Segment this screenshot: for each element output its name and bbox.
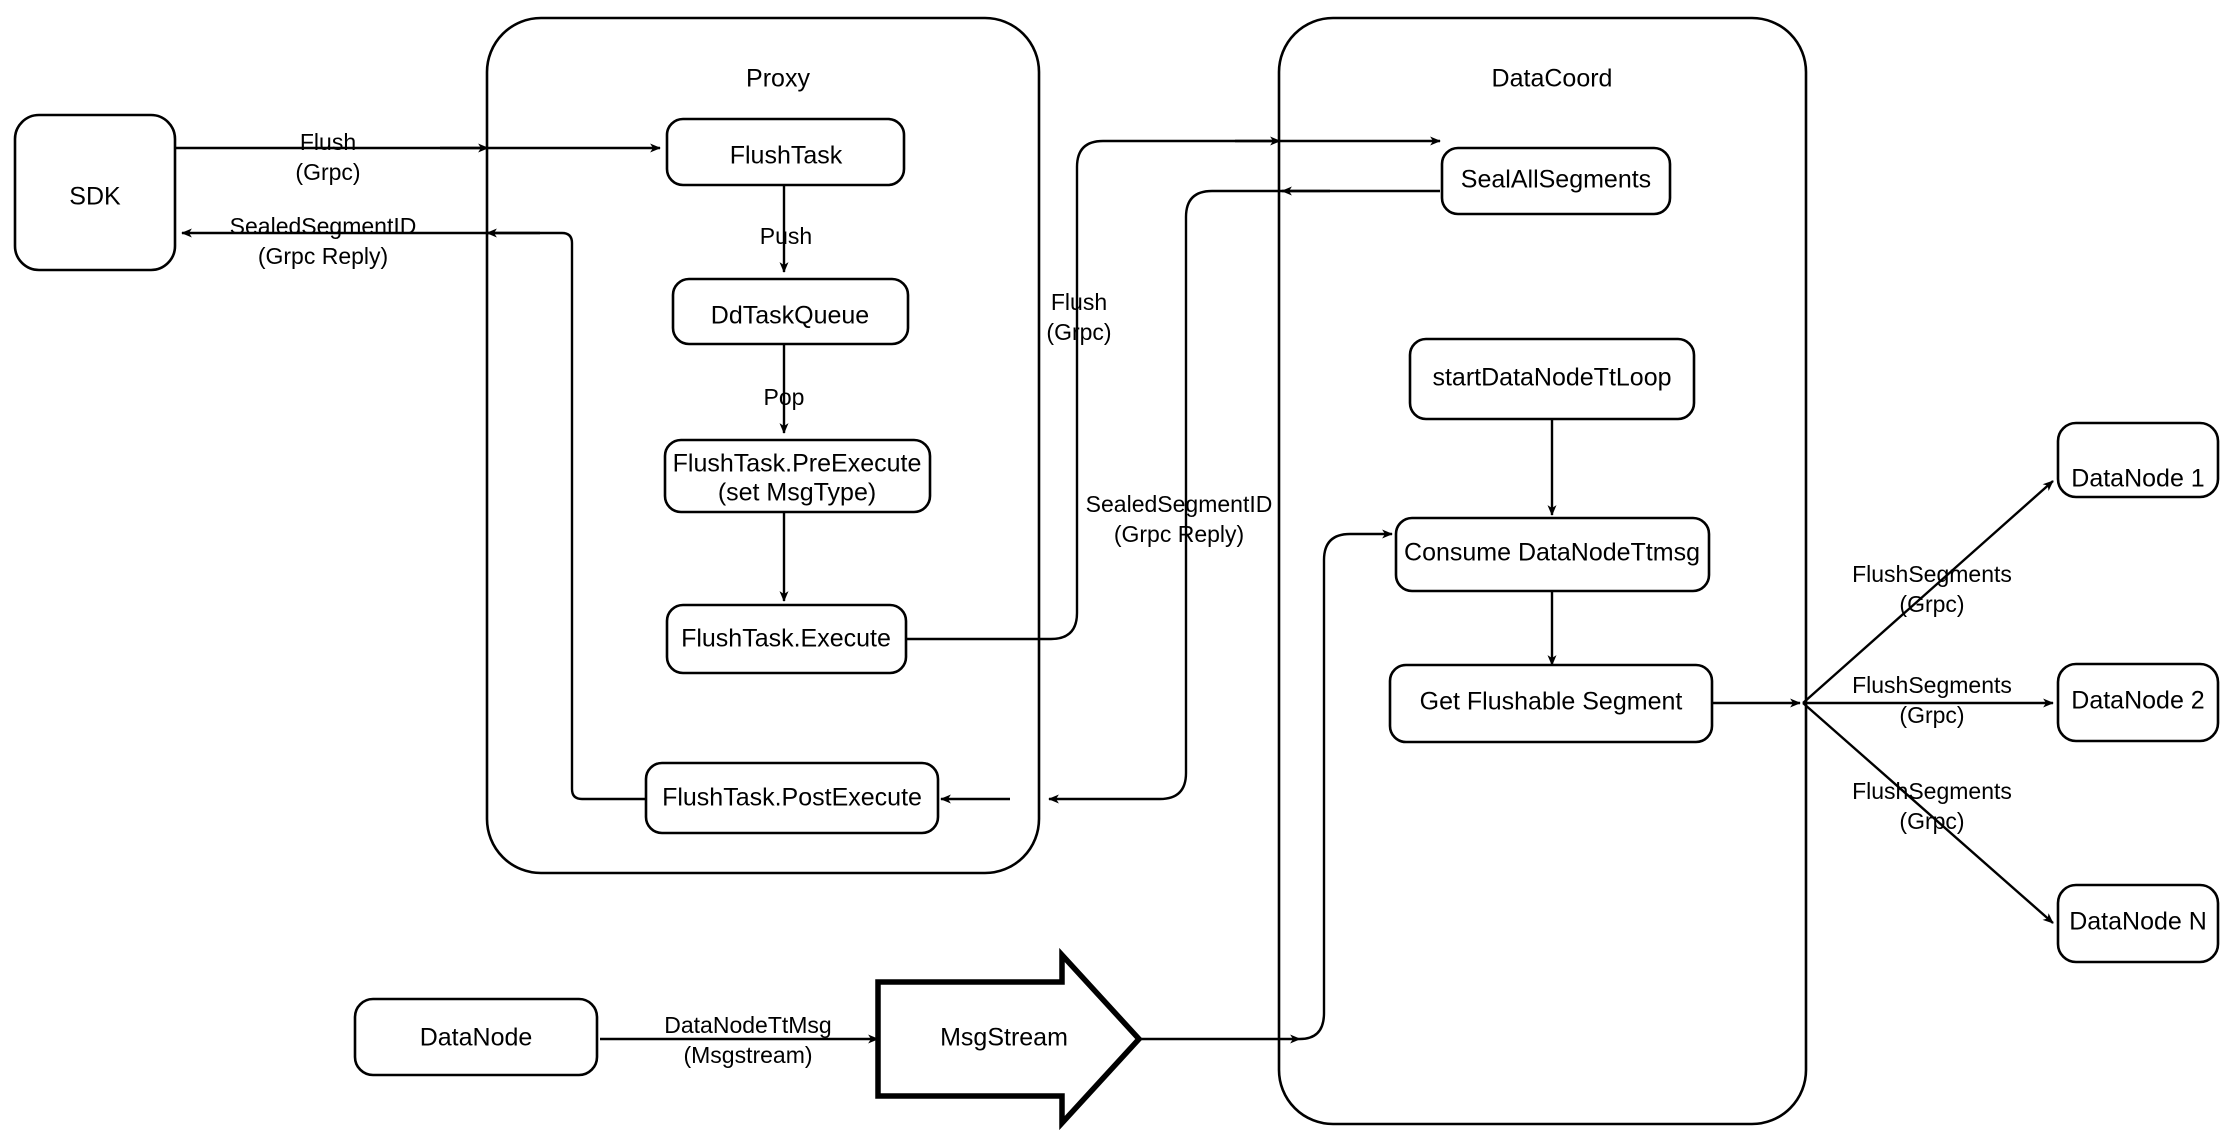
node-ddtaskqueue[interactable]: DdTaskQueue bbox=[671, 277, 910, 346]
flush-segments-2-label-line2: (Grpc) bbox=[1899, 702, 1964, 728]
get-flushable-segment-label: Get Flushable Segment bbox=[1420, 688, 1683, 716]
sdk-to-proxy-label-line1: Flush bbox=[300, 129, 356, 155]
node-consume-ttmsg[interactable]: Consume DataNodeTtmsg bbox=[1394, 516, 1711, 593]
proxy-to-sdk-label-line2: (Grpc Reply) bbox=[258, 243, 388, 269]
flush-segments-1-label-line2: (Grpc) bbox=[1899, 591, 1964, 617]
container-datacoord: DataCoord bbox=[1277, 16, 1808, 1126]
start-tt-loop-label: startDataNodeTtLoop bbox=[1432, 364, 1671, 392]
edge-label-proxy-to-sdk: SealedSegmentID (Grpc Reply) bbox=[230, 213, 417, 269]
node-datanode-1[interactable]: DataNode 1 bbox=[2056, 421, 2220, 499]
edge-label-datanode-ttmsg: DataNodeTtMsg (Msgstream) bbox=[664, 1012, 831, 1068]
consume-ttmsg-label: Consume DataNodeTtmsg bbox=[1404, 539, 1700, 567]
flushtask-label: FlushTask bbox=[730, 142, 843, 170]
proxy-to-coord-label-line2: (Grpc) bbox=[1046, 319, 1111, 345]
node-postexecute[interactable]: FlushTask.PostExecute bbox=[644, 761, 940, 835]
consume-ttmsg-box[interactable] bbox=[1394, 516, 1711, 593]
proxy-container-label: Proxy bbox=[746, 65, 810, 93]
edge-label-coord-to-proxy: SealedSegmentID (Grpc Reply) bbox=[1086, 491, 1273, 547]
edge-execute-to-sealallsegments bbox=[906, 136, 1441, 641]
proxy-to-sdk-label-line1: SealedSegmentID bbox=[230, 213, 417, 239]
edge-hub-to-datanode1 bbox=[1802, 480, 2054, 704]
node-sealallsegments[interactable]: SealAllSegments bbox=[1440, 146, 1672, 216]
datacoord-container-border bbox=[1277, 16, 1808, 1126]
msgstream-arrow-shape[interactable] bbox=[875, 947, 1143, 1131]
start-tt-loop-box[interactable] bbox=[1408, 337, 1696, 421]
flush-segments-1-label-line1: FlushSegments bbox=[1852, 561, 2012, 587]
flush-segments-2-label-line1: FlushSegments bbox=[1852, 672, 2012, 698]
sdk-box[interactable] bbox=[13, 113, 177, 272]
preexecute-label-line2: (set MsgType) bbox=[718, 479, 876, 507]
flushtask-box[interactable] bbox=[665, 117, 906, 187]
edge-label-flush-segments-2: FlushSegments (Grpc) bbox=[1852, 672, 2012, 728]
sdk-label: SDK bbox=[69, 183, 121, 211]
node-get-flushable-segment[interactable]: Get Flushable Segment bbox=[1388, 663, 1714, 744]
flush-segments-n-label-line2: (Grpc) bbox=[1899, 808, 1964, 834]
edge-label-sdk-to-proxy: Flush (Grpc) bbox=[295, 129, 360, 185]
sdk-to-proxy-label-line2: (Grpc) bbox=[295, 159, 360, 185]
get-flushable-segment-box[interactable] bbox=[1388, 663, 1714, 744]
edge-label-proxy-to-coord: Flush (Grpc) bbox=[1046, 289, 1111, 345]
proxy-container-border bbox=[485, 16, 1041, 875]
edge-postexecute-to-sdk bbox=[181, 228, 646, 801]
ddtaskqueue-box[interactable] bbox=[671, 277, 910, 346]
node-flushtask[interactable]: FlushTask bbox=[665, 117, 906, 187]
datanode-n-label: DataNode N bbox=[2069, 908, 2207, 936]
pop-label: Pop bbox=[764, 384, 805, 410]
node-datanode-n[interactable]: DataNode N bbox=[2056, 883, 2220, 964]
datanode-2-label: DataNode 2 bbox=[2071, 687, 2204, 715]
datacoord-container-label: DataCoord bbox=[1492, 65, 1613, 93]
sealallsegments-box[interactable] bbox=[1440, 146, 1672, 216]
proxy-to-coord-label-line1: Flush bbox=[1051, 289, 1107, 315]
edge-hub-to-datanoden bbox=[1802, 702, 2054, 924]
postexecute-box[interactable] bbox=[644, 761, 940, 835]
flush-segments-n-label-line1: FlushSegments bbox=[1852, 778, 2012, 804]
edge-label-flush-segments-n: FlushSegments (Grpc) bbox=[1852, 778, 2012, 834]
edge-label-push: Push bbox=[760, 223, 812, 249]
postexecute-label: FlushTask.PostExecute bbox=[662, 784, 922, 812]
edge-datacoord-inflow-to-consume bbox=[1299, 529, 1393, 1041]
datanode-n-box[interactable] bbox=[2056, 883, 2220, 964]
container-proxy: Proxy bbox=[485, 16, 1041, 875]
node-datanode-bottom[interactable]: DataNode bbox=[353, 997, 599, 1077]
execute-label: FlushTask.Execute bbox=[681, 625, 891, 653]
preexecute-label-line1: FlushTask.PreExecute bbox=[673, 450, 922, 478]
edge-label-flush-segments-1: FlushSegments (Grpc) bbox=[1852, 561, 2012, 617]
datanode-1-label: DataNode 1 bbox=[2071, 465, 2204, 493]
edge-sealallsegments-to-postexecute bbox=[1048, 189, 1440, 804]
coord-to-proxy-label-line1: SealedSegmentID bbox=[1086, 491, 1273, 517]
node-start-tt-loop[interactable]: startDataNodeTtLoop bbox=[1408, 337, 1696, 421]
push-label: Push bbox=[760, 223, 812, 249]
ddtaskqueue-label: DdTaskQueue bbox=[711, 302, 869, 330]
execute-box[interactable] bbox=[665, 603, 908, 675]
datanode-bottom-label: DataNode bbox=[420, 1024, 533, 1052]
datanode-2-box[interactable] bbox=[2056, 662, 2220, 743]
edge-label-pop: Pop bbox=[764, 384, 805, 410]
datanode-ttmsg-label-line1: DataNodeTtMsg bbox=[664, 1012, 831, 1038]
node-datanode-2[interactable]: DataNode 2 bbox=[2056, 662, 2220, 743]
datanode-ttmsg-label-line2: (Msgstream) bbox=[683, 1042, 812, 1068]
datanode-1-box[interactable] bbox=[2056, 421, 2220, 499]
coord-to-proxy-label-line2: (Grpc Reply) bbox=[1114, 521, 1244, 547]
node-msgstream[interactable]: MsgStream bbox=[875, 947, 1143, 1131]
node-sdk[interactable]: SDK bbox=[13, 113, 177, 272]
sealallsegments-label: SealAllSegments bbox=[1461, 166, 1651, 194]
node-execute[interactable]: FlushTask.Execute bbox=[665, 603, 908, 675]
node-preexecute[interactable]: FlushTask.PreExecute (set MsgType) bbox=[663, 438, 932, 514]
msgstream-label: MsgStream bbox=[940, 1024, 1068, 1052]
preexecute-box[interactable] bbox=[663, 438, 932, 514]
datanode-bottom-box[interactable] bbox=[353, 997, 599, 1077]
